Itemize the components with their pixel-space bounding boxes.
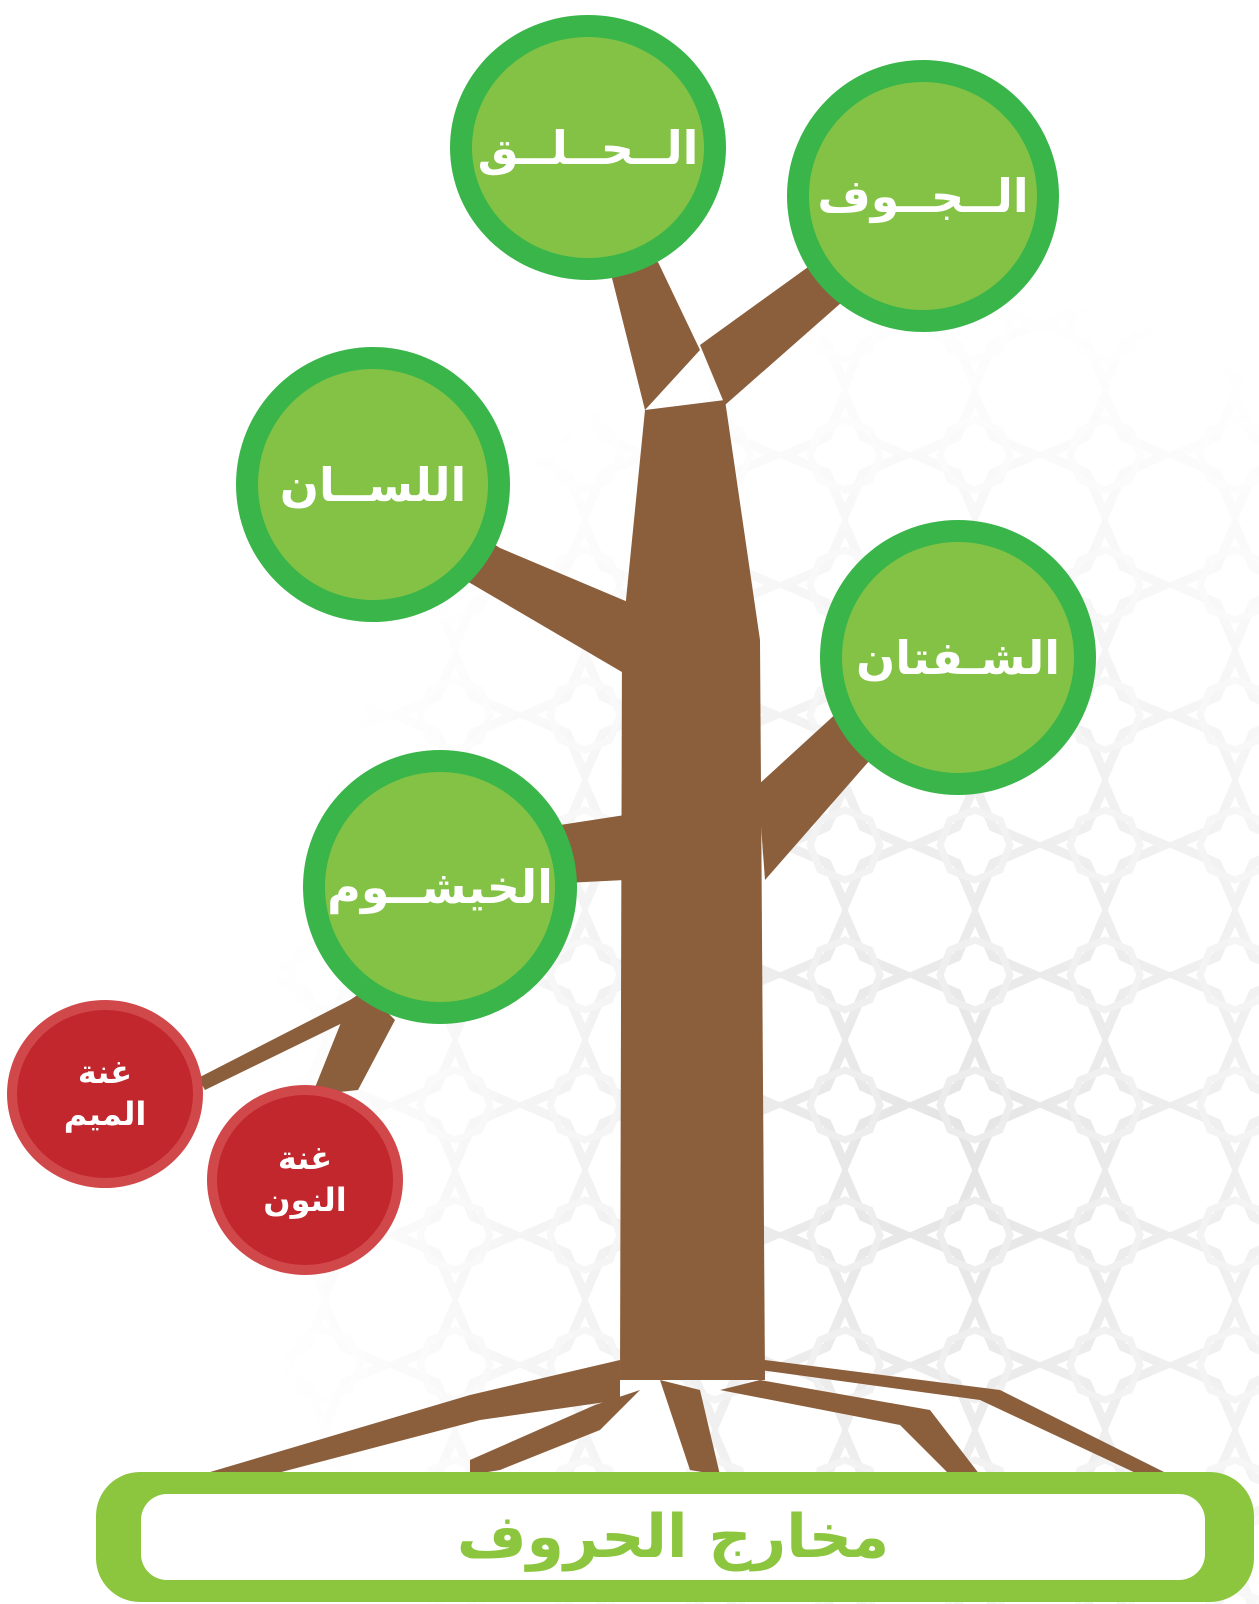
node-ghunnat-noon: غنة النون: [207, 1085, 403, 1275]
title-panel: مخارج الحروف: [141, 1494, 1205, 1580]
node-halq-label: الــحــلــق: [477, 120, 699, 175]
root-1: [200, 1360, 620, 1475]
diagram-title: مخارج الحروف: [456, 1502, 890, 1572]
root-5: [760, 1360, 1170, 1475]
node-jawf-label: الــجــوف: [817, 169, 1029, 223]
node-jawf: الــجــوف: [787, 60, 1059, 332]
node-ghunnat-noon-label: غنة النون: [263, 1139, 347, 1219]
node-shafatan-label: الشـفتان: [856, 630, 1060, 685]
branch-shafatan: [758, 710, 870, 880]
root-3: [660, 1380, 720, 1475]
node-shafatan: الشـفتان: [820, 520, 1096, 795]
branch-halq: [610, 262, 700, 410]
node-khayshum-label: الخيشــوم: [327, 860, 553, 914]
node-halq: الــحــلــق: [450, 15, 726, 280]
branch-khayshum: [560, 815, 625, 883]
branch-jawf: [700, 262, 850, 405]
root-2: [470, 1390, 640, 1475]
node-ghunnat-meem-label: غنة الميم: [63, 1053, 147, 1133]
twig-noon: [312, 990, 395, 1095]
root-4: [720, 1380, 980, 1475]
branch-lisan: [465, 535, 635, 675]
node-lisan: اللســان: [236, 347, 510, 622]
node-lisan-label: اللســان: [279, 457, 467, 512]
trunk-main: [620, 400, 765, 1380]
node-khayshum: الخيشــوم: [303, 750, 577, 1024]
node-ghunnat-meem: غنة الميم: [7, 1000, 203, 1188]
title-bar: مخارج الحروف: [96, 1472, 1254, 1602]
twig-meem: [198, 1000, 365, 1090]
